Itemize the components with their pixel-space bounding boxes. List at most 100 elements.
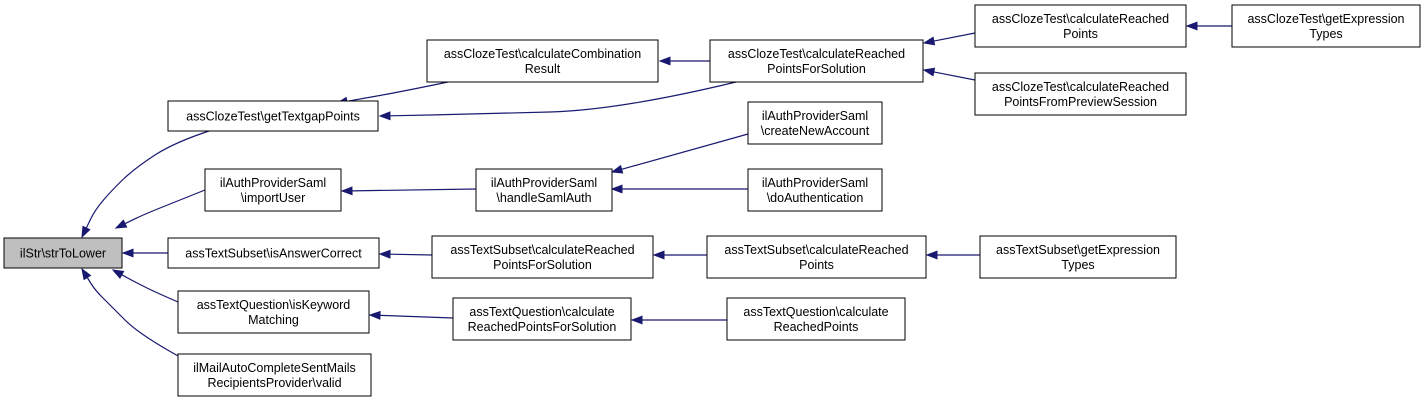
node-n13[interactable]: ilAuthProviderSaml\doAuthentication [747, 168, 883, 212]
arrowhead [922, 36, 936, 46]
arrowhead [610, 184, 623, 194]
arrowhead [922, 67, 936, 77]
node-label-line: Points [1063, 27, 1098, 41]
node-label-line: assClozeTest\getTextgapPoints [186, 110, 360, 124]
edge-n18-to-n17 [630, 315, 727, 325]
node-label-line: ilMailAutoCompleteSentMails [193, 361, 356, 375]
node-box[interactable] [747, 101, 883, 145]
node-box[interactable] [177, 353, 372, 397]
node-n1[interactable]: assClozeTest\getTextgapPoints [167, 100, 379, 132]
node-label-line: \createNewAccount [761, 124, 870, 138]
node-box[interactable] [709, 39, 924, 83]
edge-n7-to-n6 [658, 56, 710, 66]
node-label-line: PointsForSolution [493, 258, 592, 272]
node-label-line: assTextSubset\calculateReached [450, 243, 634, 257]
node-box[interactable] [979, 235, 1177, 279]
edge-n12-to-n11 [610, 133, 749, 174]
node-label-line: \handleSamlAuth [496, 191, 591, 205]
node-label-line: \importUser [241, 191, 306, 205]
edge-line [621, 133, 749, 170]
node-n10[interactable]: assClozeTest\calculateReachedPointsFromP… [974, 72, 1187, 116]
node-box[interactable] [706, 235, 927, 279]
node-label-line: assClozeTest\calculateReached [992, 80, 1169, 94]
node-label-line: assTextQuestion\calculate [469, 305, 614, 319]
node-label-line: ReachedPointsForSolution [468, 320, 617, 334]
node-n17[interactable]: assTextQuestion\calculateReachedPointsFo… [452, 297, 632, 341]
arrowhead [378, 111, 391, 121]
edge-n14-to-n3 [378, 249, 433, 259]
node-label-line: ilStr\strToLower [20, 247, 106, 261]
edge-n7-to-n1 [378, 81, 737, 121]
edge-line [86, 277, 181, 358]
arrowhead [114, 219, 128, 229]
node-box[interactable] [1231, 4, 1421, 48]
edge-n2-to-n0 [114, 189, 206, 229]
node-label-line: RecipientsProvider\valid [207, 376, 341, 390]
arrowhead [378, 249, 391, 259]
node-label-line: assClozeTest\calculateReached [728, 47, 905, 61]
node-label-line: assClozeTest\calculateCombination [444, 47, 641, 61]
node-n12[interactable]: ilAuthProviderSaml\createNewAccount [747, 101, 883, 145]
node-label-line: Points [799, 258, 834, 272]
edge-n9-to-n8 [1185, 21, 1232, 31]
node-n7[interactable]: assClozeTest\calculateReachedPointsForSo… [709, 39, 924, 83]
node-box[interactable] [3, 237, 123, 269]
edge-line [346, 81, 449, 102]
arrowhead [121, 248, 134, 258]
node-box[interactable] [167, 100, 379, 132]
node-label-line: assTextSubset\getExpression [996, 243, 1160, 257]
node-box[interactable] [431, 235, 654, 279]
edge-line [124, 189, 206, 225]
arrowhead [630, 315, 643, 325]
node-box[interactable] [974, 4, 1187, 48]
node-n11[interactable]: ilAuthProviderSaml\handleSamlAuth [475, 168, 613, 212]
node-box[interactable] [974, 72, 1187, 116]
node-n3[interactable]: assTextSubset\isAnswerCorrect [167, 237, 380, 269]
node-box[interactable] [452, 297, 632, 341]
node-box[interactable] [426, 39, 659, 83]
node-label-line: PointsForSolution [767, 62, 866, 76]
node-label-line: ilAuthProviderSaml [491, 176, 597, 190]
node-box[interactable] [726, 297, 906, 341]
arrowhead [1185, 21, 1198, 31]
arrowhead [610, 164, 624, 174]
edge-line [933, 32, 976, 42]
node-box[interactable] [167, 237, 380, 269]
node-label-line: assTextQuestion\calculate [743, 305, 888, 319]
arrowhead [652, 250, 665, 260]
node-n0[interactable]: ilStr\strToLower [3, 237, 123, 269]
edge-line [389, 253, 433, 256]
node-label-line: ilAuthProviderSaml [762, 109, 868, 123]
node-n2[interactable]: ilAuthProviderSaml\importUser [204, 168, 342, 212]
nodes-layer: ilStr\strToLower assClozeTest\getTextgapP… [3, 4, 1421, 397]
node-label-line: assTextSubset\isAnswerCorrect [185, 247, 362, 261]
arrowhead [111, 269, 125, 280]
edge-line [389, 81, 737, 117]
node-box[interactable] [204, 168, 342, 212]
arrowhead [925, 250, 938, 260]
edge-n11-to-n2 [340, 186, 477, 196]
edge-n15-to-n14 [652, 250, 707, 260]
edge-n1-to-n0 [81, 129, 213, 239]
node-label-line: assTextQuestion\isKeyword [197, 298, 351, 312]
edge-n8-to-n7 [922, 32, 976, 46]
node-label-line: Types [1309, 27, 1342, 41]
node-box[interactable] [475, 168, 613, 212]
edge-n17-to-n4 [368, 310, 454, 320]
node-box[interactable] [747, 168, 883, 212]
edge-line [85, 129, 213, 229]
edge-n13-to-n11 [610, 184, 748, 194]
node-n14[interactable]: assTextSubset\calculateReachedPointsForS… [431, 235, 654, 279]
arrowhead [368, 310, 381, 320]
node-box[interactable] [177, 290, 370, 334]
arrowhead [340, 186, 353, 196]
node-label-line: assClozeTest\getExpression [1247, 12, 1404, 26]
node-n5[interactable]: ilMailAutoCompleteSentMailsRecipientsPro… [177, 353, 372, 397]
